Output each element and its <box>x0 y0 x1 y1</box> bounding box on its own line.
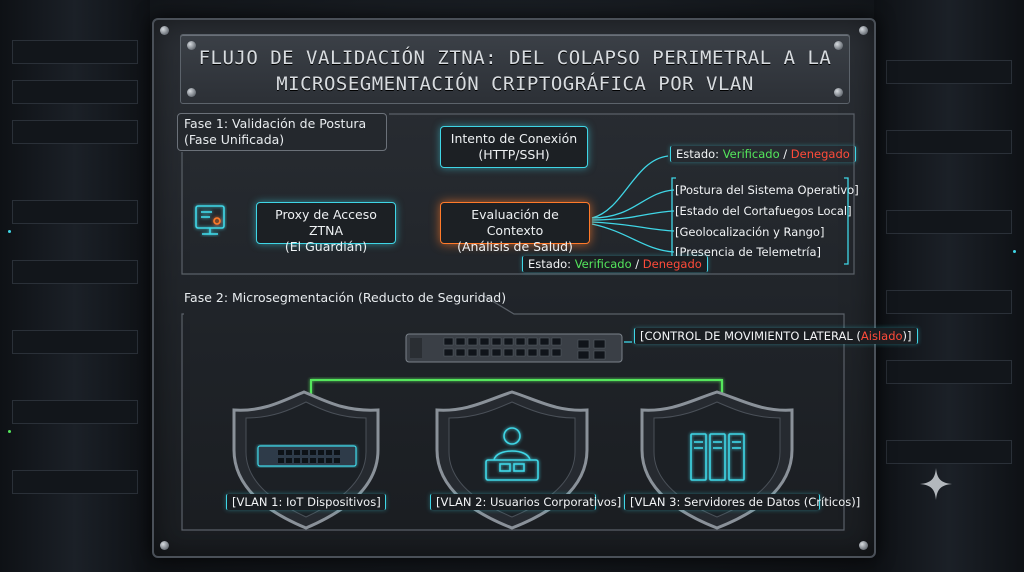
fan-check-1 <box>591 189 675 219</box>
connection-line1: Intento de Conexión <box>450 131 578 146</box>
check-os-posture: [Postura del Sistema Operativo] <box>675 183 859 197</box>
fan-status <box>591 155 669 219</box>
lateral-movement-label: [CONTROL DE MOVIMIENTO LATERAL (Aislado)… <box>634 328 918 344</box>
connection-line2: (HTTP/SSH) <box>478 147 550 162</box>
status-bottom-no: Denegado <box>642 257 702 271</box>
phase1-outline <box>181 113 855 275</box>
servers-icon <box>690 433 745 481</box>
vlan-2-label: [VLAN 2: Usuarios Corporativos] <box>430 494 621 510</box>
proxy-line1: Proxy de Acceso ZTNA <box>275 207 377 238</box>
fan-check-2 <box>591 210 675 221</box>
fan-check-4 <box>591 223 675 253</box>
status-top-label: Estado: Verificado / Denegado <box>670 146 856 162</box>
proxy-line2: (El Guardián) <box>284 239 368 254</box>
phase2-label: Fase 2: Microsegmentación (Reducto de Se… <box>184 290 507 305</box>
core-switch-icon <box>405 333 623 363</box>
lateral-prefix: [CONTROL DE MOVIMIENTO LATERAL ( <box>640 329 861 343</box>
status-bottom-ok: Verificado <box>574 257 632 271</box>
check-geolocation: [Geolocalización y Rango] <box>675 225 825 239</box>
title-line-2: MICROSEGMENTACIÓN CRIPTOGRÁFICA POR VLAN <box>276 73 754 95</box>
phase1-label-line2: (Fase Unificada) <box>184 132 285 147</box>
network-switch-icon <box>257 445 357 467</box>
context-evaluation-box: Evaluación de Contexto (Análisis de Salu… <box>440 202 590 254</box>
server-rack-left <box>0 0 150 572</box>
phase1-label-line1: Fase 1: Validación de Postura <box>184 116 367 131</box>
ztna-proxy-box: Proxy de Acceso ZTNA (El Guardián) <box>256 202 396 254</box>
server-rack-right <box>874 0 1024 572</box>
status-top-ok: Verificado <box>722 147 780 161</box>
title-bar: FLUJO DE VALIDACIÓN ZTNA: DEL COLAPSO PE… <box>180 34 850 104</box>
status-top-sep: / <box>783 147 788 161</box>
status-top-prefix: Estado: <box>676 147 720 161</box>
lateral-suffix: )] <box>902 329 912 343</box>
check-local-firewall: [Estado del Cortafuegos Local] <box>675 204 852 218</box>
lateral-state: Aislado <box>860 329 903 343</box>
sparkle-icon <box>920 468 952 500</box>
users-icon <box>485 427 539 481</box>
status-bottom-sep: / <box>635 257 640 271</box>
evaluation-line1: Evaluación de Contexto <box>471 207 559 238</box>
phase1-label: Fase 1: Validación de Postura (Fase Unif… <box>177 113 387 151</box>
evaluation-line2: (Análisis de Salud) <box>457 239 573 254</box>
vlan-3-label: [VLAN 3: Servidores de Datos (Críticos)] <box>624 494 860 510</box>
connectors <box>181 113 855 531</box>
connection-attempt-box: Intento de Conexión (HTTP/SSH) <box>440 126 588 168</box>
title-line-1: FLUJO DE VALIDACIÓN ZTNA: DEL COLAPSO PE… <box>198 47 832 69</box>
fan-check-3 <box>591 221 675 232</box>
vlan-1-label: [VLAN 1: IoT Dispositivos] <box>226 494 386 510</box>
status-top-no: Denegado <box>790 147 850 161</box>
check-telemetry: [Presencia de Telemetría] <box>675 245 822 259</box>
status-bottom-label: Estado: Verificado / Denegado <box>522 256 708 272</box>
diagram-panel: FLUJO DE VALIDACIÓN ZTNA: DEL COLAPSO PE… <box>152 18 918 558</box>
workstation-icon <box>195 205 225 235</box>
status-bottom-prefix: Estado: <box>528 257 572 271</box>
